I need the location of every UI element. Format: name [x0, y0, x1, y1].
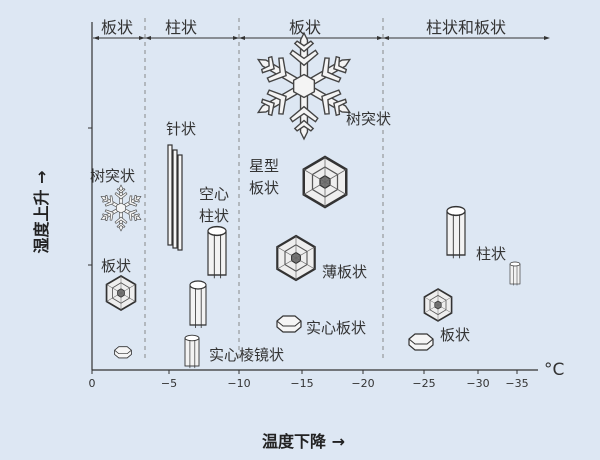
- x-unit: °C: [544, 360, 565, 380]
- x-tick: −25: [412, 377, 436, 390]
- label-needle: 针状: [166, 120, 197, 138]
- x-tick: −15: [290, 377, 314, 390]
- label-dendrite: 树突状: [346, 110, 392, 128]
- region-dividers: [144, 18, 384, 362]
- plate-crystal-left: [105, 275, 137, 311]
- y-axis-title: 湿度上升 →: [32, 170, 51, 254]
- dendrite-crystal-large: [251, 33, 356, 139]
- label-plate-left: 板状: [101, 257, 132, 275]
- hollow-column-crystal-right: [446, 205, 466, 260]
- x-axis-title: 温度下降 →: [262, 432, 345, 451]
- x-tick: 0: [88, 377, 96, 390]
- solid-plate-crystal-right: [408, 333, 434, 351]
- plate-crystal-right: [423, 288, 453, 322]
- x-tick: −5: [160, 377, 178, 390]
- small-plate-crystal: [114, 346, 132, 359]
- label-column-right: 柱状: [476, 245, 507, 263]
- x-tick: −10: [227, 377, 251, 390]
- x-tick: −35: [505, 377, 529, 390]
- region-label: 柱状和板状: [426, 18, 507, 37]
- label-thin-plate: 薄板状: [322, 263, 368, 281]
- needle-crystals: [167, 144, 183, 251]
- label-solid-prism: 实心棱镜状: [209, 346, 285, 364]
- hollow-column-crystal: [207, 225, 227, 280]
- label-dendrite-left: 树突状: [90, 167, 136, 185]
- dendrite-crystal-small: [98, 185, 144, 231]
- column-crystal: [189, 280, 207, 329]
- x-tick: −20: [351, 377, 375, 390]
- x-tick: −30: [466, 377, 490, 390]
- solid-plate-crystal: [276, 315, 302, 333]
- region-label: 板状: [289, 18, 322, 37]
- stellar-plate-crystal: [302, 155, 348, 209]
- label-hollow-column: 空心 柱状: [199, 185, 230, 225]
- label-stellar-plate: 星型 板状: [249, 157, 280, 197]
- column-crystal-small: [509, 261, 521, 286]
- region-label: 板状: [101, 18, 134, 37]
- label-plate-right: 板状: [440, 326, 471, 344]
- label-solid-plate: 实心板状: [306, 319, 367, 337]
- thin-plate-crystal: [276, 234, 316, 282]
- solid-prism-crystal: [184, 334, 200, 369]
- region-label: 柱状: [165, 18, 198, 37]
